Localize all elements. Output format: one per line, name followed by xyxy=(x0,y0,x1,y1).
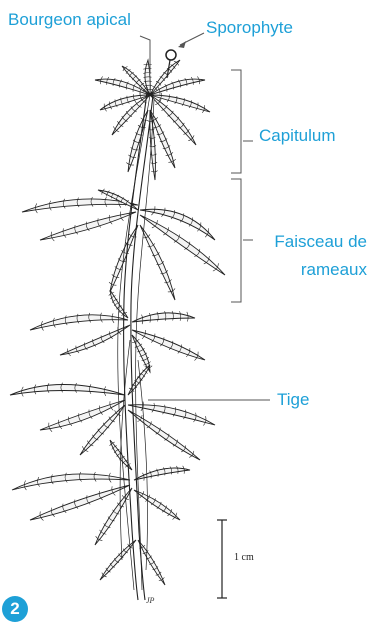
branch-leaves xyxy=(10,60,225,585)
branch-leaf xyxy=(40,212,136,240)
branch-leaf xyxy=(12,474,130,490)
label-faisceau-de-rameaux-line1: Faisceau de xyxy=(274,232,367,252)
figure-number-badge: 2 xyxy=(2,596,28,622)
label-leader-lines xyxy=(140,33,270,400)
branch-leaf xyxy=(10,385,125,396)
label-tige: Tige xyxy=(277,390,309,410)
label-faisceau-de-rameaux-line2: rameaux xyxy=(301,260,367,280)
label-bourgeon-apical: Bourgeon apical xyxy=(8,10,131,30)
branch-leaf xyxy=(138,540,165,585)
branch-leaf xyxy=(128,405,215,425)
branch-leaf xyxy=(60,325,130,355)
label-capitulum: Capitulum xyxy=(259,126,336,146)
branch-leaf xyxy=(132,335,150,372)
branch-leaf xyxy=(134,490,180,520)
scale-bar-label: 1 cm xyxy=(234,552,254,563)
scale-bar xyxy=(217,520,227,598)
branch-leaf xyxy=(40,400,125,430)
sporophyte-arrowhead xyxy=(178,41,186,48)
branch-leaf xyxy=(132,313,195,322)
branch-leaf xyxy=(100,540,136,580)
stem-drawing xyxy=(118,92,154,600)
illustrator-signature: JP xyxy=(146,596,154,605)
branch-leaf xyxy=(134,468,190,480)
label-sporophyte: Sporophyte xyxy=(206,18,293,38)
